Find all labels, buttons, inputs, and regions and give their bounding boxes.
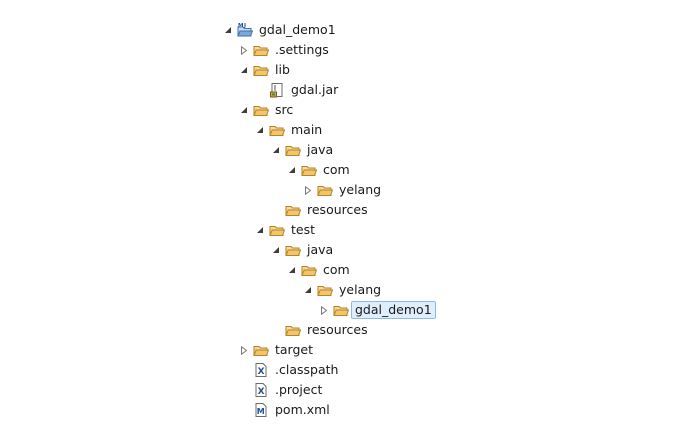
tree-item[interactable]: java [270,240,335,260]
twisty-spacer [238,360,250,380]
tree-item-label: src [275,102,294,117]
twisty-collapsed-icon[interactable] [238,40,250,60]
twisty-spacer [270,200,282,220]
tree-item-label: .classpath [275,362,339,377]
svg-text:J: J [243,23,246,29]
tree-item[interactable]: X .project [238,380,324,400]
tree-item-label: .project [275,382,323,397]
tree-item-label: yelang [339,182,382,197]
twisty-spacer [270,320,282,340]
twisty-collapsed-icon[interactable] [238,340,250,360]
svg-text:M: M [257,407,265,416]
twisty-expanded-icon[interactable] [222,20,234,40]
twisty-spacer [238,400,250,420]
tree-item-label: main [291,122,323,137]
tree-item[interactable]: com [286,260,352,280]
tree-item[interactable]: main [254,120,324,140]
twisty-spacer [254,80,266,100]
folder-icon [253,42,269,58]
tree-item[interactable]: target [238,340,315,360]
twisty-expanded-icon[interactable] [238,60,250,80]
tree-item-label: yelang [339,282,382,297]
twisty-spacer [238,380,250,400]
twisty-expanded-icon[interactable] [302,280,314,300]
xml-file-icon: X [253,362,269,378]
tree-item[interactable]: resources [270,320,370,340]
folder-icon [301,262,317,278]
folder-icon [333,302,349,318]
twisty-expanded-icon[interactable] [238,100,250,120]
tree-item-label: gdal.jar [291,82,339,97]
folder-icon [317,182,333,198]
twisty-expanded-icon[interactable] [254,220,266,240]
folder-icon [253,342,269,358]
tree-item[interactable]: java [270,140,335,160]
twisty-collapsed-icon[interactable] [318,300,330,320]
folder-icon [269,222,285,238]
tree-item[interactable]: .settings [238,40,331,60]
folder-icon [285,142,301,158]
twisty-collapsed-icon[interactable] [302,180,314,200]
tree-item-label: lib [275,62,290,77]
tree-item-label: resources [307,202,368,217]
tree-item-label: com [323,162,350,177]
tree-item-label: gdal_demo1 [259,22,336,37]
tree-item[interactable]: com [286,160,352,180]
folder-icon [253,102,269,118]
jar-file-icon [269,82,285,98]
tree-item[interactable]: gdal_demo1 [318,300,436,320]
folder-icon [317,282,333,298]
twisty-expanded-icon[interactable] [286,260,298,280]
tree-item-label: java [307,242,334,257]
tree-item-label: target [275,342,314,357]
folder-icon [253,62,269,78]
tree-item-label: test [291,222,316,237]
tree-item-label: java [307,142,334,157]
maven-pom-icon: M [253,402,269,418]
svg-text:X: X [258,387,265,397]
tree-item[interactable]: yelang [302,180,383,200]
tree-item-label: gdal_demo1 [351,301,436,319]
folder-icon [301,162,317,178]
twisty-expanded-icon[interactable] [286,160,298,180]
tree-item[interactable]: gdal.jar [254,80,340,100]
folder-icon [269,122,285,138]
svg-text:M: M [238,23,243,29]
svg-text:X: X [258,367,265,377]
tree-item-label: com [323,262,350,277]
tree-item[interactable]: X .classpath [238,360,340,380]
folder-icon [285,322,301,338]
folder-icon [285,202,301,218]
twisty-expanded-icon[interactable] [270,240,282,260]
twisty-expanded-icon[interactable] [254,120,266,140]
tree-item-label: resources [307,322,368,337]
tree-item[interactable]: resources [270,200,370,220]
tree-item-label: pom.xml [275,402,330,417]
twisty-expanded-icon[interactable] [270,140,282,160]
tree-item-label: .settings [275,42,329,57]
tree-item[interactable]: src [238,100,295,120]
tree-item[interactable]: lib [238,60,292,80]
tree-item[interactable]: test [254,220,317,240]
folder-icon [285,242,301,258]
tree-item[interactable]: yelang [302,280,383,300]
xml-file-icon: X [253,382,269,398]
